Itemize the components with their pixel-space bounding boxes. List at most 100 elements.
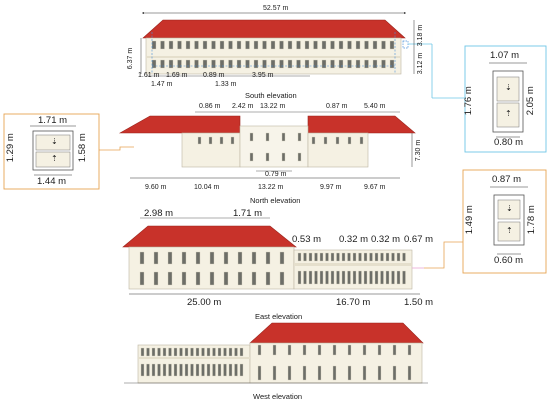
south-window [151,59,157,69]
east-b1-label: 25.00 m [187,297,222,308]
window-rt-pane-bottom [496,102,520,128]
south-window [160,40,165,50]
south-window [185,40,191,50]
north-window [311,136,316,145]
south-window [236,40,242,50]
east-window [330,270,335,285]
west-window [173,363,178,377]
east-window [385,252,390,262]
north-window [323,136,328,145]
west-window [392,344,397,356]
window-rb-arrow-up-icon: ⇡ [506,226,513,235]
south-window [296,59,301,69]
east-window [209,271,215,286]
south-window [355,59,361,69]
north-roof-right [307,115,416,134]
east-window [396,270,401,285]
west-window [362,344,367,356]
east-window [195,271,201,286]
west-window [407,344,412,356]
east-window [265,251,271,265]
west-window [272,365,277,381]
south-window [228,40,233,50]
east-window [369,270,373,285]
west-window [347,344,352,356]
south-window [270,40,276,50]
north-window [230,136,235,145]
east-window [297,252,302,262]
east-window [303,270,307,285]
east-b3-label: 1.50 m [404,297,434,308]
west-window [206,363,211,377]
south-window [389,40,395,50]
north-window [297,152,302,162]
west-window [223,347,227,357]
west-window [162,363,167,377]
west-window [362,365,367,381]
north-window [359,136,364,145]
east-window [330,252,335,262]
west-window [302,344,307,356]
west-window [287,365,292,381]
east-window [319,270,324,285]
north-callout-leader [99,146,134,151]
east-window [380,270,384,285]
south-d2-label: 1.69 m [166,72,188,79]
east-callout-leader [424,241,463,269]
west-window [217,347,222,357]
north-window [265,152,270,162]
north-mid-label: 0.79 m [265,171,287,178]
south-window [313,59,318,69]
east-window [352,270,357,285]
west-window [317,344,322,356]
east-caption: East elevation [255,312,303,321]
south-window [168,40,174,50]
east-window [374,270,379,285]
east-window [325,252,329,262]
east-windows [139,251,406,286]
south-window-outline [402,40,409,49]
south-window [262,40,267,50]
south-floor-divider [146,56,401,58]
north-t5-label: 5.40 m [364,103,386,110]
south-lower-right-label: 3.12 m [417,52,425,75]
west-window [239,347,244,357]
east-window [153,271,159,286]
east-window [209,251,215,265]
west-windows [140,344,412,381]
west-window [212,363,216,377]
south-d1-label: 1.61 m [138,72,160,79]
east-elevation [122,217,463,295]
east-window [223,251,229,265]
east-window [347,252,351,262]
south-caption: South elevation [245,91,297,100]
north-window [208,136,213,145]
west-window [392,365,397,381]
south-window [219,59,225,69]
west-window [146,363,150,377]
east-window [308,270,313,285]
west-window [332,365,337,381]
south-elevation [140,11,465,99]
east-window [319,252,324,262]
east-window [223,271,229,286]
south-window [364,59,369,69]
north-b4-label: 9.97 m [320,184,342,191]
east-window [314,270,318,285]
window-left-pane-bottom [35,151,71,168]
west-caption: West elevation [253,392,303,401]
east-window [181,271,187,286]
window-left-width-top: 1.71 m [38,115,68,126]
south-window [262,59,267,69]
north-elevation [118,111,416,179]
east-window [314,252,318,262]
window-rb-width-bottom: 0.60 m [494,255,524,266]
window-detail-left [3,113,100,190]
east-window [336,252,340,262]
south-window [372,40,378,50]
east-t6-label: 0.67 m [404,234,434,245]
west-window [157,347,161,357]
south-window [168,59,174,69]
south-window [296,40,301,50]
